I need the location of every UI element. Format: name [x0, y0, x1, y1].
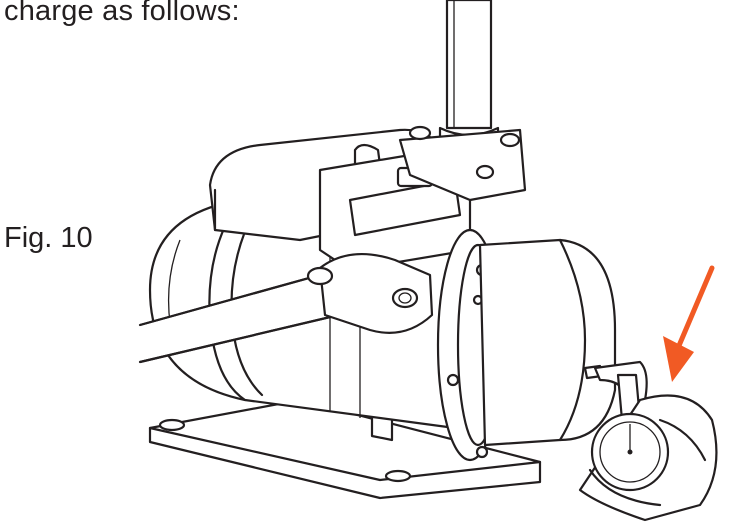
pressure-tank	[478, 238, 617, 447]
intro-text: charge as follows:	[4, 0, 240, 27]
suction-pipe	[138, 252, 434, 364]
pump-base	[148, 398, 542, 500]
figure-label: Fig. 10	[4, 222, 93, 254]
pump-casing	[318, 125, 527, 272]
pointer-arrow-icon	[663, 265, 715, 382]
hand-with-gauge	[578, 360, 718, 522]
discharge-pipe	[438, 0, 500, 147]
